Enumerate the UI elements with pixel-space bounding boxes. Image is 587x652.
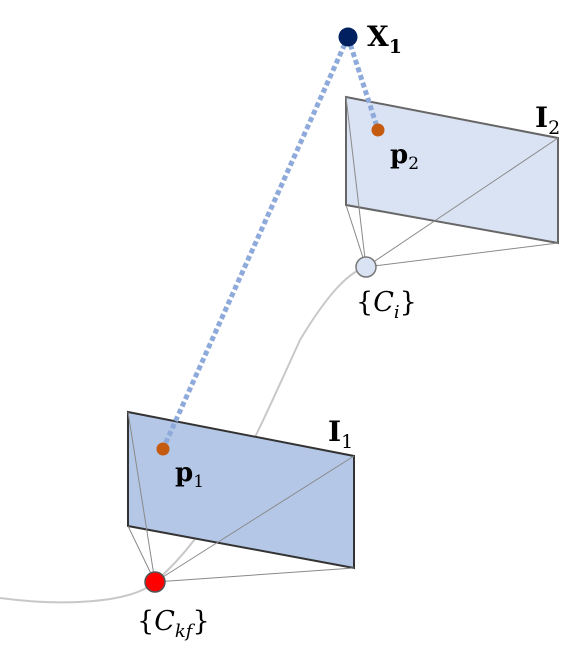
frustum-current-camera [345,96,559,268]
label-current-camera: {Ci} [356,287,417,323]
label-image-2: I2 [535,101,560,139]
point-3d-x1 [338,27,358,47]
ray-to-p2 [345,36,381,131]
image-plane-1 [127,410,355,570]
label-projection-2: p2 [390,140,419,174]
keyframe-camera-center [144,571,166,593]
projection-p1 [156,442,170,456]
ray-to-p1 [160,35,351,451]
label-point-3d: X1 [367,20,402,58]
label-projection-1: p1 [175,458,204,492]
label-keyframe-camera: {Ckf} [137,606,210,642]
label-image-1: I1 [328,415,353,453]
current-camera-center [355,256,377,278]
projection-p2 [371,123,385,137]
image-plane-2 [345,95,559,245]
